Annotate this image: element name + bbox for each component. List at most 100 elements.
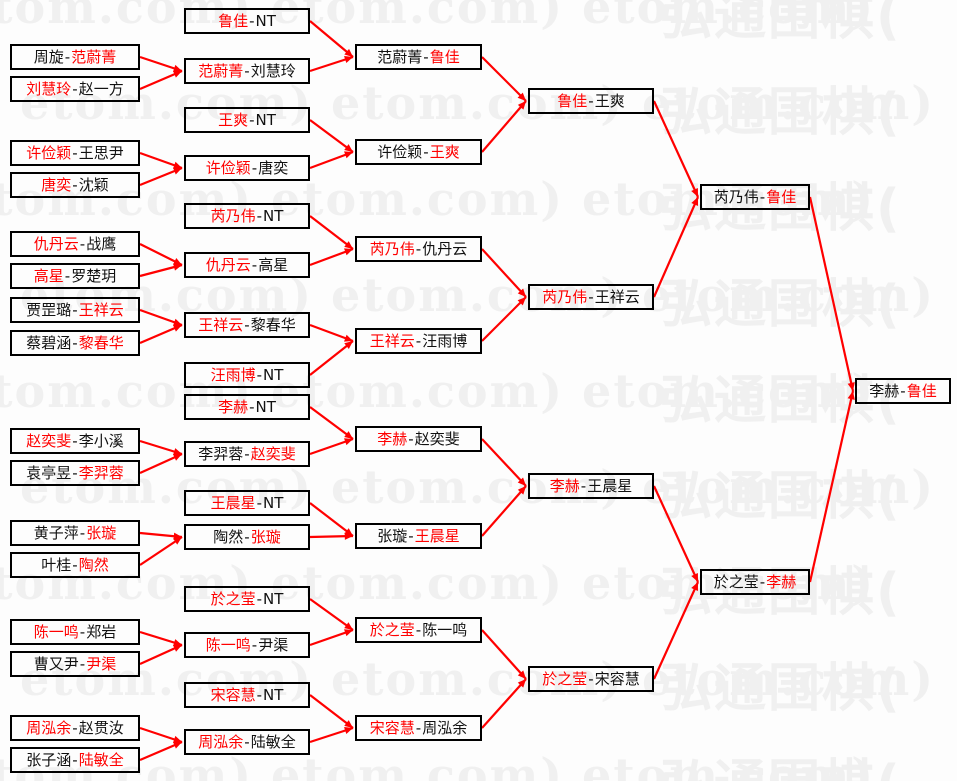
match-box[interactable]: 王爽-NT [184,107,310,133]
match-box[interactable]: 周泓余-赵贯汝 [10,715,140,741]
match-box[interactable]: 袁亭昱-李羿蓉 [10,460,140,486]
match-box[interactable]: 宋容慧-NT [184,682,310,708]
player-left: 鲁佳 [218,11,249,30]
match-box[interactable]: 於之莹-李赫 [700,569,810,595]
player-separator: - [588,669,594,688]
match-box[interactable]: 许俭颖-王思尹 [10,140,140,166]
match-box[interactable]: 宋容慧-周泓余 [355,715,482,741]
match-box[interactable]: 陈一鸣-郑岩 [10,619,140,645]
match-box[interactable]: 王祥云-汪雨博 [355,328,482,354]
player-right: 鲁佳 [906,381,937,400]
connector-line [481,629,527,680]
match-box[interactable]: 许俭颖-王爽 [355,139,482,165]
match-box[interactable]: 汪雨博-NT [184,362,310,388]
player-left: 王祥云 [198,315,244,334]
match-box[interactable]: 陈一鸣-尹渠 [184,632,310,658]
match-box[interactable]: 周泓余-陆敏全 [184,729,310,755]
match-box[interactable]: 於之莹-NT [184,586,310,612]
player-separator: - [251,255,258,274]
player-separator: - [900,381,906,400]
match-box[interactable]: 赵奕斐-李小溪 [10,428,140,454]
connector-line [309,628,354,647]
connector-arrow-icon [517,670,526,679]
connector-line [309,119,354,153]
player-separator: - [72,143,78,162]
match-box[interactable]: 曹又尹-尹渠 [10,651,140,677]
match-box[interactable]: 范蔚菁-刘慧玲 [184,58,310,84]
connector-arrow-icon [173,161,182,169]
match-box[interactable]: 芮乃伟-NT [184,203,310,229]
connector-line [139,151,183,170]
match-box[interactable]: 於之莹-陈一鸣 [355,617,482,643]
connector-line [139,452,183,475]
player-right: 范蔚菁 [71,47,117,66]
match-box[interactable]: 周旋-范蔚菁 [10,44,140,70]
connector-line [309,502,354,537]
player-right: NT [255,11,276,30]
connector-line [309,598,354,631]
player-left: 李赫 [218,397,249,416]
connector-line [309,20,354,58]
match-box[interactable]: 许俭颖-唐奕 [184,155,310,181]
player-right: 战鹰 [86,234,117,253]
match-box[interactable]: 张子涵-陆敏全 [10,747,140,773]
connector-line [652,581,700,680]
player-left: 仇丹云 [205,255,251,274]
player-separator: - [588,287,594,306]
connector-arrow-icon [517,101,526,110]
player-right: 李小溪 [78,431,124,450]
player-right: 鲁佳 [766,187,797,206]
player-left: 陶然 [213,527,244,546]
match-box[interactable]: 李赫-NT [184,394,310,420]
match-box[interactable]: 王晨星-NT [184,490,310,516]
match-box[interactable]: 鲁佳-王爽 [528,88,654,114]
match-box[interactable]: 蔡碧涵-黎春华 [10,330,140,356]
player-left: 黄子萍 [33,523,79,542]
connector-arrow-icon [173,735,182,743]
match-box[interactable]: 李羿蓉-赵奕斐 [184,441,310,467]
match-box[interactable]: 高星-罗楚玥 [10,263,140,289]
match-box[interactable]: 仇丹云-高星 [184,252,310,278]
match-box[interactable]: 王祥云-黎春华 [184,312,310,338]
match-box[interactable]: 李赫-鲁佳 [855,378,951,404]
connector-line [309,340,354,376]
match-box[interactable]: 芮乃伟-鲁佳 [700,184,810,210]
player-separator: - [72,333,78,352]
match-box[interactable]: 陶然-张璇 [184,524,310,550]
player-left: 范蔚菁 [198,61,244,80]
connector-line [808,196,855,392]
match-box[interactable]: 於之莹-宋容慧 [528,666,654,692]
player-separator: - [79,234,86,253]
match-box[interactable]: 芮乃伟-仇丹云 [355,236,482,262]
match-box[interactable]: 唐奕-沈颖 [10,172,140,198]
match-box[interactable]: 张璇-王晨星 [355,523,482,549]
match-box[interactable]: 范蔚菁-鲁佳 [355,44,482,70]
match-box[interactable]: 仇丹云-战鹰 [10,231,140,257]
connector-arrow-icon [173,532,182,540]
connector-line [309,694,354,729]
player-separator: - [72,300,78,319]
connector-line [139,726,183,744]
player-separator: - [415,620,422,639]
match-box[interactable]: 刘慧玲-赵一方 [10,76,140,102]
player-left: 贾罡璐 [26,300,72,319]
connector-arrow-icon [344,720,353,728]
match-box[interactable]: 李赫-王晨星 [528,473,654,499]
player-right: 唐奕 [258,158,289,177]
player-separator: - [256,589,263,608]
connector-line [808,390,855,583]
match-box[interactable]: 贾罡璐-王祥云 [10,297,140,323]
match-box[interactable]: 李赫-赵奕斐 [355,426,482,452]
connector-line [309,534,354,539]
match-box[interactable]: 芮乃伟-王祥云 [528,284,654,310]
match-box[interactable]: 黄子萍-张璇 [10,520,140,546]
connector-line [481,100,527,153]
player-right: NT [263,365,284,384]
connector-line [139,166,183,187]
match-box[interactable]: 鲁佳-NT [184,8,310,34]
player-left: 陈一鸣 [33,622,79,641]
match-box[interactable]: 叶桂-陶然 [10,552,140,578]
player-separator: - [72,431,78,450]
connector-arrow-icon [344,528,353,536]
